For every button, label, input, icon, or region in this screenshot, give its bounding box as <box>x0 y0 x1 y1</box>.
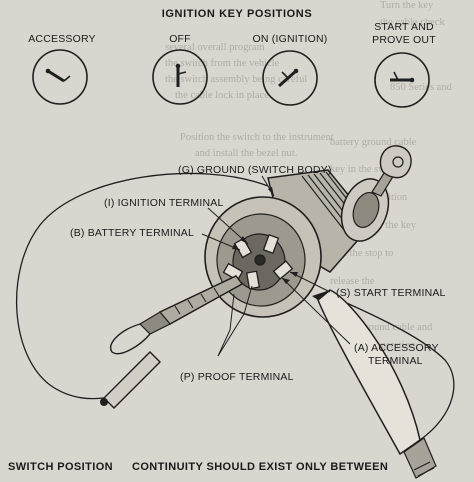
svg-text:the cable check: the cable check <box>380 17 445 28</box>
svg-text:the operation: the operation <box>360 340 416 351</box>
svg-text:and install the bezel nut.: and install the bezel nut. <box>195 148 297 159</box>
callout-proof: (P) PROOF TERMINAL <box>180 371 294 383</box>
alligator-clip-icon <box>109 275 243 355</box>
key-position-start: START AND PROVE OUT <box>372 21 436 108</box>
callout-ignition: (I) IGNITION TERMINAL <box>104 197 224 209</box>
footer-continuity: CONTINUITY SHOULD EXIST ONLY BETWEEN <box>132 461 388 473</box>
key-position-accessory: ACCESSORY <box>28 33 96 105</box>
key-slot-icon <box>45 68 71 83</box>
svg-text:Turn the key: Turn the key <box>380 0 434 11</box>
callout-accessory-2: TERMINAL <box>368 355 423 367</box>
ignition-key-icon <box>371 145 412 197</box>
svg-text:release the: release the <box>330 276 375 287</box>
position-label-accessory: ACCESSORY <box>28 33 96 45</box>
position-label-start-2: PROVE OUT <box>372 34 436 46</box>
position-label-start-1: START AND <box>374 21 434 33</box>
callout-start: (S) START TERMINAL <box>336 287 446 299</box>
callout-battery: (B) BATTERY TERMINAL <box>70 227 194 239</box>
key-position-on: ON (IGNITION) <box>253 33 328 106</box>
footer-switch-position: SWITCH POSITION <box>8 461 113 473</box>
svg-text:the cable lock in place.: the cable lock in place. <box>175 90 272 101</box>
svg-text:the switch from the vehicle: the switch from the vehicle <box>165 58 280 69</box>
test-lamp-wire <box>15 172 269 400</box>
switch-terminals <box>222 233 294 290</box>
key-slot-icon <box>278 68 299 88</box>
test-lamp-wire-right <box>339 299 455 441</box>
svg-text:the switch assembly being care: the switch assembly being careful <box>165 74 307 85</box>
svg-text:battery ground cable: battery ground cable <box>330 137 417 148</box>
key-slot-icon <box>390 71 415 83</box>
test-lamp-icon <box>312 289 437 479</box>
position-label-off: OFF <box>169 33 191 45</box>
key-position-off: OFF <box>152 33 208 105</box>
diagram-title: IGNITION KEY POSITIONS <box>162 8 313 20</box>
callout-arrowheads <box>232 187 298 284</box>
svg-text:Position the switch to the ins: Position the switch to the instrument <box>180 132 334 143</box>
position-label-on: ON (IGNITION) <box>253 33 328 45</box>
test-probe-icon <box>100 351 161 409</box>
key-slot-icon <box>175 63 187 87</box>
callout-ground: (G) GROUND (SWITCH BODY) <box>178 164 332 176</box>
svg-text:past the stop to: past the stop to <box>330 248 393 259</box>
svg-text:several overall program: several overall program <box>165 42 265 53</box>
svg-text:850 Series and: 850 Series and <box>390 82 453 93</box>
svg-text:key in the switch.: key in the switch. <box>330 164 404 175</box>
callout-accessory-1: (A) ACCESSORY <box>354 342 439 354</box>
